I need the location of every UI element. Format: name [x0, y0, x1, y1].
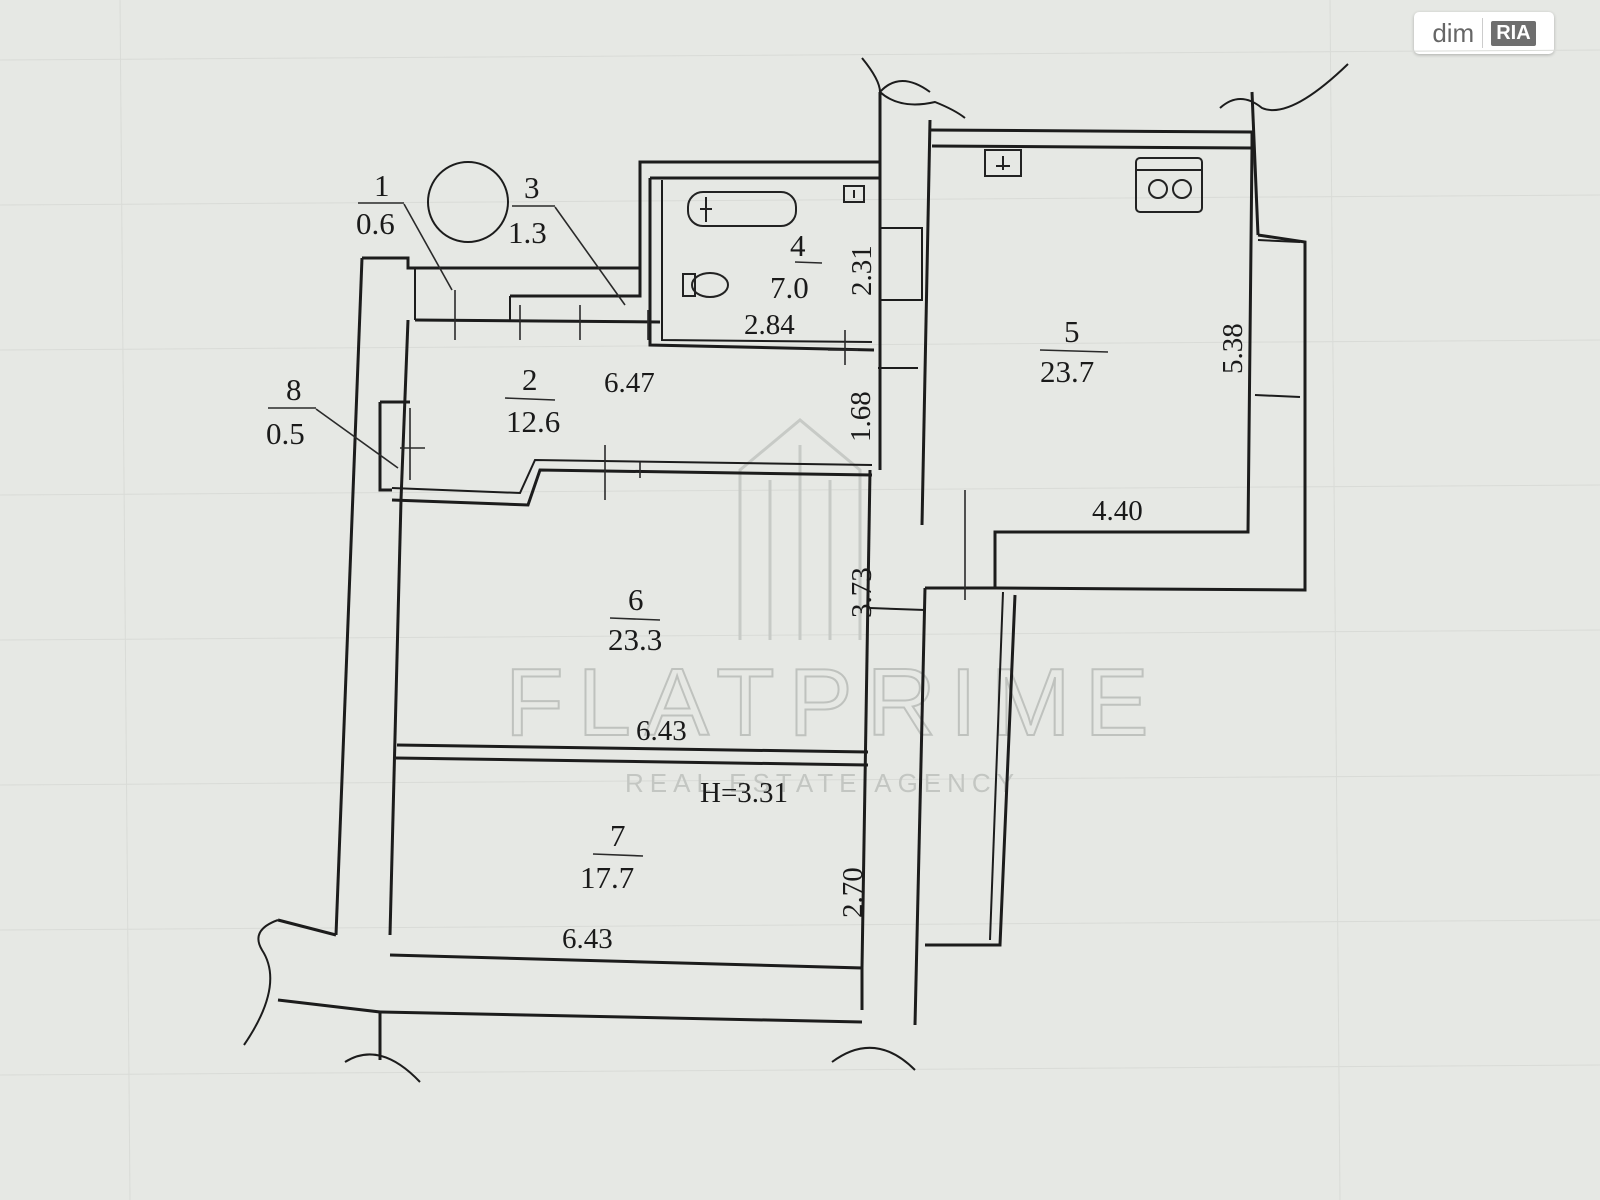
- room-2-area: 12.6: [506, 404, 560, 439]
- badge-divider: [1482, 18, 1484, 48]
- dim-bath-width: 2.84: [744, 309, 795, 341]
- ventilation-circle: [427, 161, 509, 243]
- room-4-area: 7.0: [770, 270, 809, 305]
- room-3-number: 3: [524, 170, 540, 205]
- kitchen-sink-icon: [984, 149, 1022, 177]
- dimension-ticks: [400, 290, 966, 600]
- room-6-area: 23.3: [608, 622, 662, 657]
- sink-icon: [843, 185, 865, 203]
- toilet-icon: [682, 272, 729, 298]
- listing-badge: dim RIA: [1414, 12, 1554, 54]
- dim-room6-depth: 3.73: [846, 567, 878, 618]
- room-6-number: 6: [628, 582, 644, 617]
- badge-ria-logo: RIA: [1491, 20, 1536, 46]
- window-right-lower: [1254, 394, 1301, 398]
- badge-dim-text: dim: [1432, 17, 1475, 48]
- bathtub-icon: [687, 191, 797, 227]
- room-3-area: 1.3: [508, 215, 547, 250]
- room-7-number: 7: [610, 818, 626, 853]
- dim-room7-width: 6.43: [562, 923, 613, 955]
- watermark: FLATPRIME REAL ESTATE AGENCY: [504, 418, 1163, 798]
- ceiling-height-note: H=3.31: [700, 777, 788, 809]
- room-1-number: 1: [374, 168, 390, 203]
- dim-bath-height: 2.31: [846, 245, 878, 296]
- room-8-number: 8: [286, 372, 302, 407]
- stove-icon: [1135, 157, 1203, 213]
- leader-lines: [268, 202, 1109, 857]
- dim-room7-depth: 2.70: [837, 867, 869, 918]
- room-1-area: 0.6: [356, 206, 395, 241]
- dimension-labels: 2.84 2.31 6.47 1.68 5.38 4.40 3.73 6.43 …: [562, 245, 1249, 955]
- dim-hall-width: 6.47: [604, 367, 655, 399]
- dim-hall-depth: 1.68: [845, 391, 877, 442]
- watermark-brand: FLATPRIME: [505, 649, 1163, 756]
- room-8-area: 0.5: [266, 416, 305, 451]
- room-5-area: 23.7: [1040, 354, 1094, 389]
- dim-room5-depth: 5.38: [1217, 323, 1249, 374]
- window-right-upper: [1257, 239, 1301, 243]
- room-labels: 1 0.6 3 1.3 4 7.0 2 12.6 8 0.5 5 23.7 6 …: [266, 168, 1094, 895]
- room-4-number: 4: [790, 228, 806, 263]
- watermark-tagline: REAL ESTATE AGENCY: [625, 768, 1020, 798]
- room-2-number: 2: [522, 362, 538, 397]
- dim-room6-width: 6.43: [636, 715, 687, 747]
- room-7-area: 17.7: [580, 860, 634, 895]
- dim-room5-width: 4.40: [1092, 495, 1143, 527]
- walls: [243, 57, 1349, 1083]
- room-5-number: 5: [1064, 314, 1080, 349]
